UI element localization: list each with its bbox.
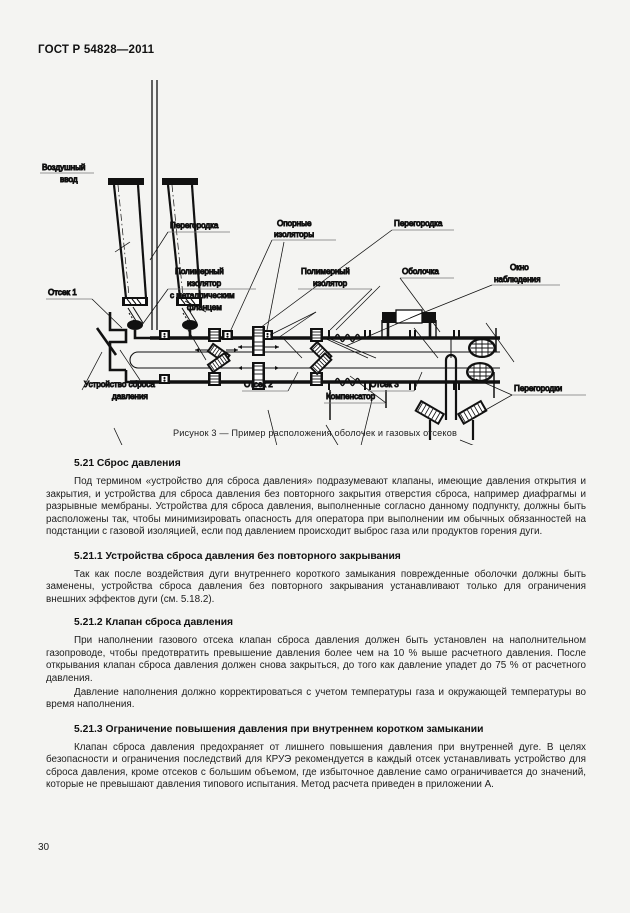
vertical-riser-right — [444, 338, 458, 420]
label-air-bushing: Воздушный ввод — [40, 163, 94, 185]
label-support-insulators-line1: Опорные — [277, 219, 312, 228]
label-compensator: Компенсатор — [324, 375, 387, 404]
label-pi-line1: Полимерный — [301, 267, 350, 276]
heading-5-21: 5.21 Сброс давления — [74, 458, 181, 469]
label-air-bushing-line2: ввод — [60, 175, 78, 184]
leader-lines — [113, 241, 515, 445]
label-partitions-plural: Перегородки — [475, 378, 586, 413]
label-compartment-1-text: Отсек 1 — [48, 288, 77, 297]
air-bushing-left — [108, 178, 148, 306]
figure-gis-enclosure-diagram: Воздушный ввод Перегородка Опорные изоля… — [30, 80, 610, 445]
label-relief-line2: давления — [112, 392, 148, 401]
paragraph-5-21-1-1: Так как после воздействия дуги внутренне… — [46, 568, 586, 605]
page-number: 30 — [38, 842, 50, 853]
bottom-riser-partitions — [414, 399, 488, 440]
label-pi-line2: изолятор — [313, 279, 348, 288]
label-partition-2-text: Перегородка — [394, 219, 443, 228]
label-partition-1: Перегородка — [149, 221, 230, 261]
label-enclosure-text: Оболочка — [402, 267, 439, 276]
support-insulators — [159, 330, 273, 384]
label-pimf-line2: изолятор — [187, 279, 222, 288]
paragraph-5-21-2-1: При наполнении газового отсека клапан сб… — [46, 635, 586, 685]
heading-5-21-2: 5.21.2 Клапан сброса давления — [74, 617, 234, 629]
lower-right-enclosure — [329, 390, 387, 420]
label-compartment-3-text: Отсек 3 — [370, 380, 399, 389]
label-support-insulators: Опорные изоляторы — [229, 219, 336, 333]
label-enclosure: Оболочка — [399, 267, 454, 333]
vertical-bus-pair — [151, 80, 158, 330]
compensator-bellows — [334, 333, 361, 387]
label-relief-line1: Устройство сброса — [84, 380, 155, 389]
label-compartment-1: Отсек 1 — [46, 288, 123, 329]
paragraph-5-21-3-1: Клапан сброса давления предохраняет от л… — [46, 741, 586, 791]
label-polymer-insulator-metal-flange: Полимерный изолятор с металлическим флан… — [141, 267, 256, 326]
figure-caption: Рисунок 3 — Пример расположения оболочек… — [172, 428, 458, 438]
label-pimf-line1: Полимерный — [175, 267, 224, 276]
label-partitions-text: Перегородки — [514, 384, 562, 393]
label-pimf-line3: с металлическим — [170, 291, 235, 300]
label-window-line2: наблюдения — [494, 275, 540, 284]
figure-svg: Воздушный ввод Перегородка Опорные изоля… — [40, 80, 586, 445]
label-window-line1: Окно — [510, 263, 529, 272]
label-compartment-2-text: Отсек 2 — [244, 380, 273, 389]
label-partition-1-text: Перегородка — [170, 221, 219, 230]
standard-number-header: ГОСТ Р 54828—2011 — [38, 44, 155, 56]
paragraph-5-21-1: Под термином «устройство для сброса давл… — [46, 476, 586, 538]
lower-partition-blocks — [206, 351, 333, 390]
label-partition-2: Перегородка — [259, 219, 454, 329]
label-compartment-2: Отсек 2 — [242, 371, 299, 392]
label-observation-window: Окно наблюдения — [409, 263, 560, 319]
label-polymer-insulator: Полимерный изолятор — [298, 267, 381, 331]
flange-stubs — [328, 330, 460, 390]
label-support-insulators-line2: изоляторы — [274, 230, 314, 239]
observation-window — [381, 309, 437, 338]
label-air-bushing-line1: Воздушный — [42, 163, 85, 172]
polymer-insulator-metal-flange-left — [127, 306, 155, 340]
document-body: 5.21 Сброс давления Под термином «устрой… — [46, 458, 586, 793]
label-compartment-3: Отсек 3 — [368, 371, 423, 392]
label-pressure-relief-device: Устройство сброса давления — [81, 351, 156, 402]
air-bushing-right — [162, 178, 202, 306]
left-bus-connector — [129, 351, 150, 369]
label-pimf-line4: фланцем — [187, 303, 222, 312]
heading-5-21-3: 5.21.3 Ограничение повышения давления пр… — [74, 723, 484, 735]
label-compensator-text: Компенсатор — [326, 392, 376, 401]
paragraph-5-21-2-2: Давление наполнения должно корректироват… — [46, 686, 586, 711]
right-partitions — [466, 328, 497, 398]
heading-5-21-1: 5.21.1 Устройства сброса давления без по… — [74, 550, 401, 562]
